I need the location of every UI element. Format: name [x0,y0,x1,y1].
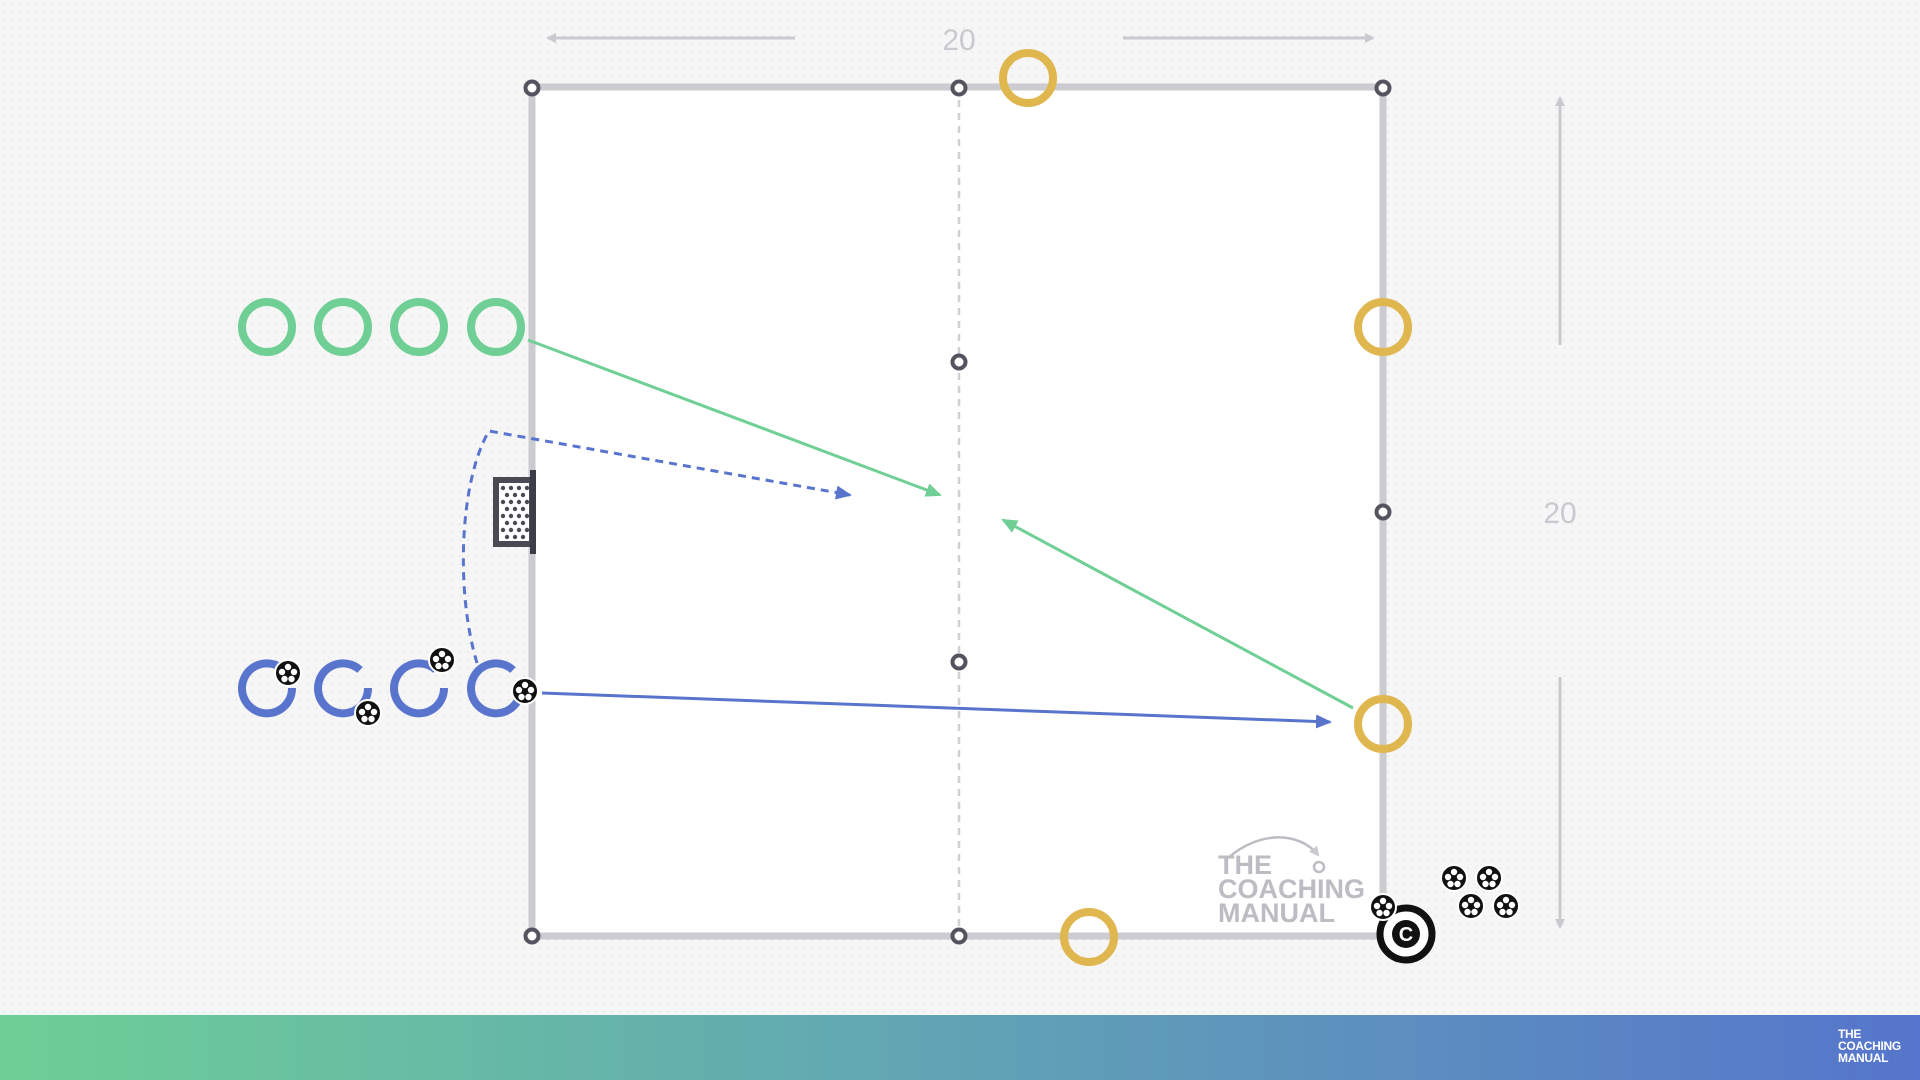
green-pass-arrow [527,338,942,497]
width-label: 20 [942,24,975,57]
cone-marker [950,353,968,371]
watermark-logo: THE COACHING MANUAL [1218,836,1365,928]
yellow-player [1354,695,1412,753]
ball-icon [354,699,382,727]
cone-marker [950,653,968,671]
ball-icon [1440,864,1468,892]
cone-marker [950,79,968,97]
ball-icon [1492,892,1520,920]
green-player-group [238,298,525,356]
yellow-player [1060,908,1118,966]
height-label: 20 [1543,497,1576,530]
width-dimension: 20 [546,24,1375,57]
blue-player [467,659,526,718]
ball-icon [428,646,456,674]
cone-marker [523,79,541,97]
blue-pass-arrow [541,691,1332,729]
coach-marker: C [1376,904,1436,964]
footer-logo: THE COACHING MANUAL [1838,1027,1901,1065]
cone-markers [523,79,1392,945]
svg-text:THE: THE [1218,850,1272,880]
cone-marker [1374,79,1392,97]
cone-marker [523,927,541,945]
height-dimension: 20 [1543,96,1577,929]
blue-player [238,659,297,718]
coach-label: C [1399,924,1413,946]
ball-pile [1440,864,1520,920]
cone-marker [1374,503,1392,521]
svg-text:MANUAL: MANUAL [1218,898,1335,928]
blue-player [390,659,449,718]
yellow-player [999,49,1057,107]
ball-icon [1457,892,1485,920]
green-player [314,298,372,356]
goal-icon [493,470,536,554]
green-return-arrow [1001,518,1354,710]
svg-text:COACHING: COACHING [1218,874,1365,904]
yellow-player-group [999,49,1412,966]
yellow-player [1354,298,1412,356]
ball-icon [1475,864,1503,892]
blue-run-arrow [461,429,852,664]
cone-marker [950,927,968,945]
green-player [390,298,448,356]
green-player [238,298,296,356]
ball-icon [511,677,539,705]
green-player [467,298,525,356]
field-area [532,87,1383,936]
footer-gradient-band [0,1015,1920,1080]
drill-diagram: 20 20 [238,24,1577,966]
ball-icon [1369,893,1397,921]
ball-icon [274,659,302,687]
